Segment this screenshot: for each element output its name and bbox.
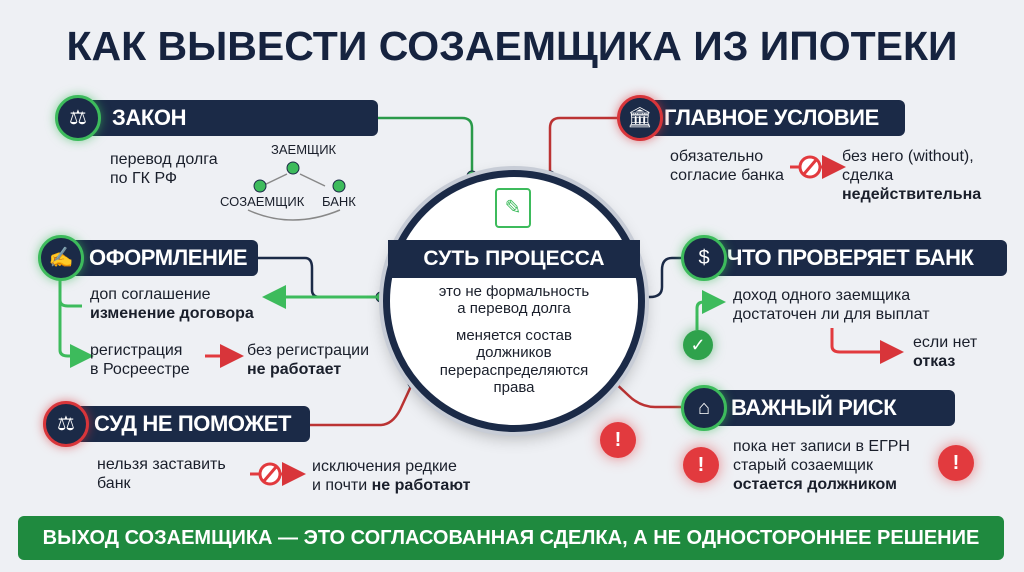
law-text: по ГК РФ xyxy=(110,170,178,187)
core-text: перераспределяются xyxy=(439,362,589,379)
footer-banner: ВЫХОД СОЗАЕМЩИКА — ЭТО СОГЛАСОВАННАЯ СДЕ… xyxy=(18,516,1004,560)
law-header: ЗАКОН xyxy=(72,100,378,136)
node-label: ЗАЕМЩИК xyxy=(271,142,337,157)
house-icon: ⌂ xyxy=(681,385,727,431)
money-icon: $ xyxy=(681,235,727,281)
check-text: доход одного заемщика xyxy=(733,287,911,304)
main-result: сделка xyxy=(842,167,894,184)
main-text: обязательно xyxy=(670,148,764,165)
scales-icon: ⚖ xyxy=(55,95,101,141)
core-text: права xyxy=(493,379,535,396)
main-text: согласие банка xyxy=(670,167,784,184)
core-text: должников xyxy=(476,344,552,361)
document-sign-icon: ✎ xyxy=(495,188,531,228)
check-text: достаточен ли для выплат xyxy=(733,306,930,323)
court-text: нельзя заставить xyxy=(97,456,226,473)
prohibited-icon xyxy=(790,155,846,179)
form-result: без регистрации xyxy=(247,342,370,359)
main-condition-header: ГЛАВНОЕ УСЛОВИЕ xyxy=(630,100,905,136)
node-bank xyxy=(332,179,346,193)
node-label: БАНК xyxy=(322,194,356,209)
node-coborrower xyxy=(253,179,267,193)
form-text: изменение договора xyxy=(90,305,254,322)
court-result: и почти не работают xyxy=(312,477,471,494)
risk-text: старый созаемщик xyxy=(733,457,873,474)
signature-icon: ✍ xyxy=(38,235,84,281)
formalization-header: ОФОРМЛЕНИЕ xyxy=(55,240,258,276)
core-title: СУТЬ ПРОЦЕССА xyxy=(388,240,640,278)
warning-icon: ! xyxy=(683,447,719,483)
form-text: в Росреестре xyxy=(90,361,190,378)
risk-text: остается должником xyxy=(733,476,897,493)
warning-icon: ! xyxy=(600,422,636,458)
checkmark-icon: ✓ xyxy=(683,330,713,360)
check-result: если нет xyxy=(913,334,978,351)
court-result: исключения редкие xyxy=(312,458,457,475)
core-text: а перевод долга xyxy=(457,300,571,317)
main-result: без него (without), xyxy=(842,148,974,165)
node-label: СОЗАЕМЩИК xyxy=(220,194,305,209)
core-circle xyxy=(383,170,645,432)
scales-icon: ⚖ xyxy=(43,401,89,447)
court-text: банк xyxy=(97,475,131,492)
check-result: отказ xyxy=(913,353,956,370)
page-title: КАК ВЫВЕСТИ СОЗАЕМЩИКА ИЗ ИПОТЕКИ xyxy=(66,23,958,69)
risk-text: пока нет записи в ЕГРН xyxy=(733,438,910,455)
risk-header: ВАЖНЫЙ РИСК xyxy=(695,390,955,426)
prohibited-icon xyxy=(250,462,306,486)
form-result: не работает xyxy=(247,361,342,378)
form-text: доп соглашение xyxy=(90,286,211,303)
law-text: перевод долга xyxy=(110,151,218,168)
bank-check-header: ЧТО ПРОВЕРЯЕТ БАНК xyxy=(695,240,1007,276)
bank-icon: 🏛 xyxy=(617,95,663,141)
node-borrower xyxy=(286,161,300,175)
form-text: регистрация xyxy=(90,342,183,359)
core-text: меняется состав xyxy=(456,327,572,344)
core-text: это не формальность xyxy=(438,283,590,300)
main-result: недействительна xyxy=(842,186,982,203)
warning-icon: ! xyxy=(938,445,974,481)
court-header: СУД НЕ ПОМОЖЕТ xyxy=(60,406,310,442)
